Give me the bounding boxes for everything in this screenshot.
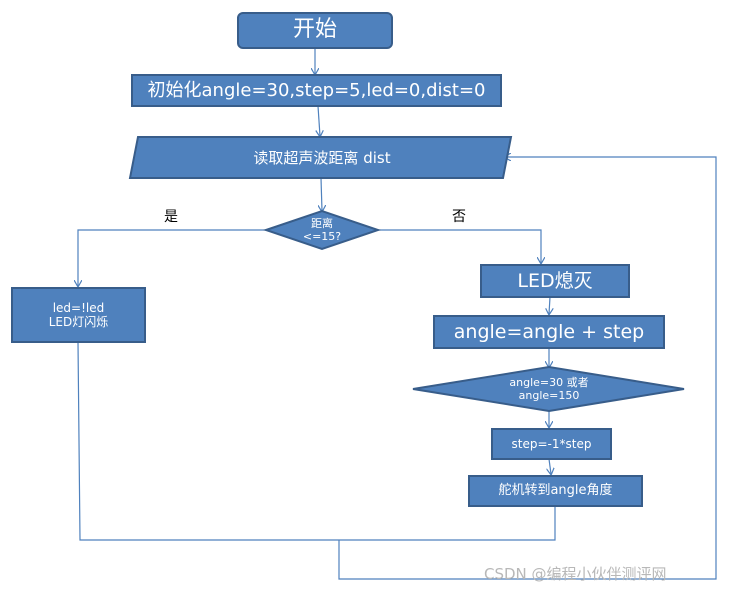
edge-ledoff-to-angle [549,296,550,314]
led-toggle-node: led=!led LED灯闪烁 [11,287,146,343]
edge-toggle-merge [77,341,556,541]
servo-node: 舵机转到angle角度 [468,475,643,507]
edge-read-to-decision [321,177,322,211]
step-flip-node: step=-1*step [491,428,612,460]
decision-angle-shape [412,365,685,413]
decision-distance-line2: <=15? [302,230,342,243]
start-node: 开始 [237,12,393,49]
no-label: 否 [452,209,466,225]
edge-flip-to-servo [549,458,551,474]
decision-distance-node: 距离 <=15? [283,213,361,247]
init-node-label: 初始化angle=30,step=5,led=0,dist=0 [147,79,486,101]
decision-angle-node: angle=30 或者 angle=150 [478,372,620,406]
edge-init-to-read [318,105,320,136]
read-dist-label: 读取超声波距离 dist [253,148,391,167]
read-dist-shape [128,136,513,179]
led-off-node: LED熄灭 [480,264,630,298]
led-off-label: LED熄灭 [517,269,593,292]
servo-label: 舵机转到angle角度 [498,483,613,499]
decision-angle-line2: angle=150 [518,389,580,402]
led-toggle-line1: led=!led [52,300,105,315]
angle-update-label: angle=angle + step [453,320,645,343]
edge-decision-yes [78,229,266,286]
edge-decision-no [378,229,541,263]
angle-update-node: angle=angle + step [433,315,665,349]
edge-loop-back [338,157,717,580]
decision-angle-line1: angle=30 或者 [509,375,589,389]
decision-distance-shape [262,209,382,251]
yes-label: 是 [164,209,178,225]
init-node: 初始化angle=30,step=5,led=0,dist=0 [131,74,502,107]
step-flip-label: step=-1*step [511,436,592,451]
led-toggle-line2: LED灯闪烁 [48,315,109,329]
start-node-label: 开始 [292,17,337,43]
decision-distance-line1: 距离 [311,216,333,230]
read-dist-node: 读取超声波距离 dist [150,137,494,178]
watermark-text: CSDN @编程小伙伴测评网 [484,565,667,583]
